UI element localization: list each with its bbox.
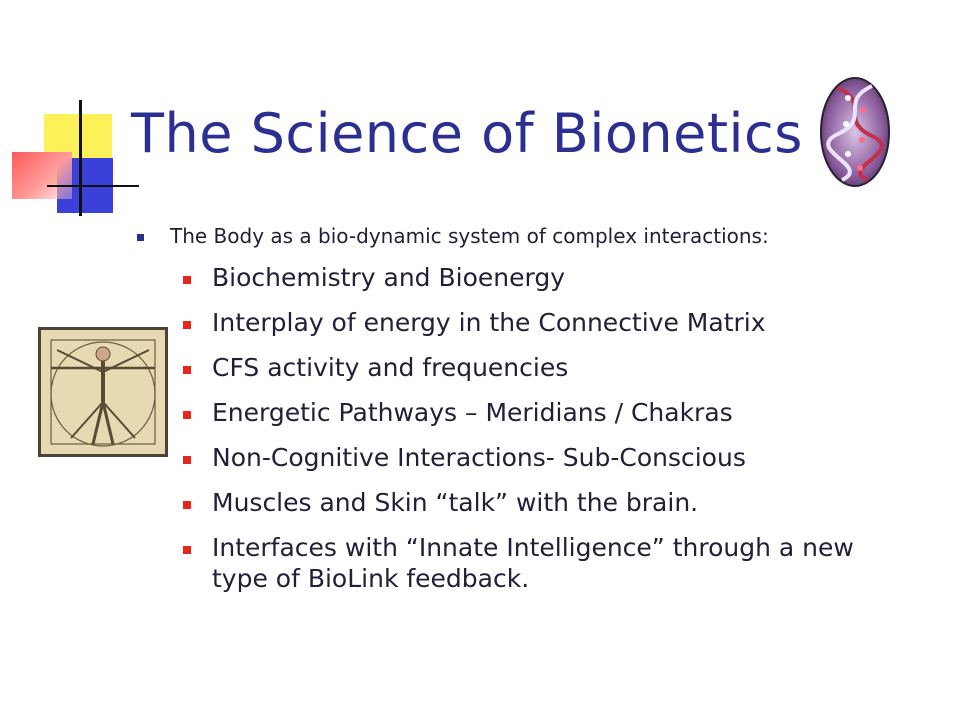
list-item: Energetic Pathways – Meridians / Chakras — [183, 397, 883, 428]
square-bullet-icon — [183, 456, 191, 464]
intro-list: The Body as a bio-dynamic system of comp… — [137, 222, 769, 250]
list-item-text: Biochemistry and Bioenergy — [212, 263, 565, 292]
list-item-text: Interfaces with “Innate Intelligence” th… — [212, 533, 854, 593]
vitruvian-man-image — [38, 327, 168, 457]
list-item: Non-Cognitive Interactions- Sub-Consciou… — [183, 442, 883, 473]
list-item: Interplay of energy in the Connective Ma… — [183, 307, 883, 338]
square-bullet-icon — [183, 501, 191, 509]
list-item: Muscles and Skin “talk” with the brain. — [183, 487, 883, 518]
red-square — [12, 152, 72, 199]
intro-text: The Body as a bio-dynamic system of comp… — [170, 224, 769, 248]
dna-helix-image — [820, 77, 890, 187]
list-item-text: Non-Cognitive Interactions- Sub-Consciou… — [212, 443, 746, 472]
list-item-text: Muscles and Skin “talk” with the brain. — [212, 488, 699, 517]
list-item: Interfaces with “Innate Intelligence” th… — [183, 532, 882, 594]
square-bullet-icon — [183, 366, 191, 374]
vertical-rule — [79, 100, 82, 216]
square-bullet-icon — [137, 234, 144, 241]
list-item-text: Energetic Pathways – Meridians / Chakras — [212, 398, 733, 427]
points-list: Biochemistry and Bioenergy Interplay of … — [183, 262, 883, 608]
square-bullet-icon — [183, 411, 191, 419]
slide-title: The Science of Bionetics — [131, 102, 803, 165]
list-item: CFS activity and frequencies — [183, 352, 883, 383]
intro-item: The Body as a bio-dynamic system of comp… — [137, 222, 769, 250]
square-bullet-icon — [183, 321, 191, 329]
square-bullet-icon — [183, 276, 191, 284]
list-item-text: Interplay of energy in the Connective Ma… — [212, 308, 766, 337]
horizontal-rule — [47, 185, 139, 187]
list-item-text: CFS activity and frequencies — [212, 353, 569, 382]
list-item: Biochemistry and Bioenergy — [183, 262, 883, 293]
square-bullet-icon — [183, 546, 191, 554]
corner-decoration — [0, 0, 140, 230]
